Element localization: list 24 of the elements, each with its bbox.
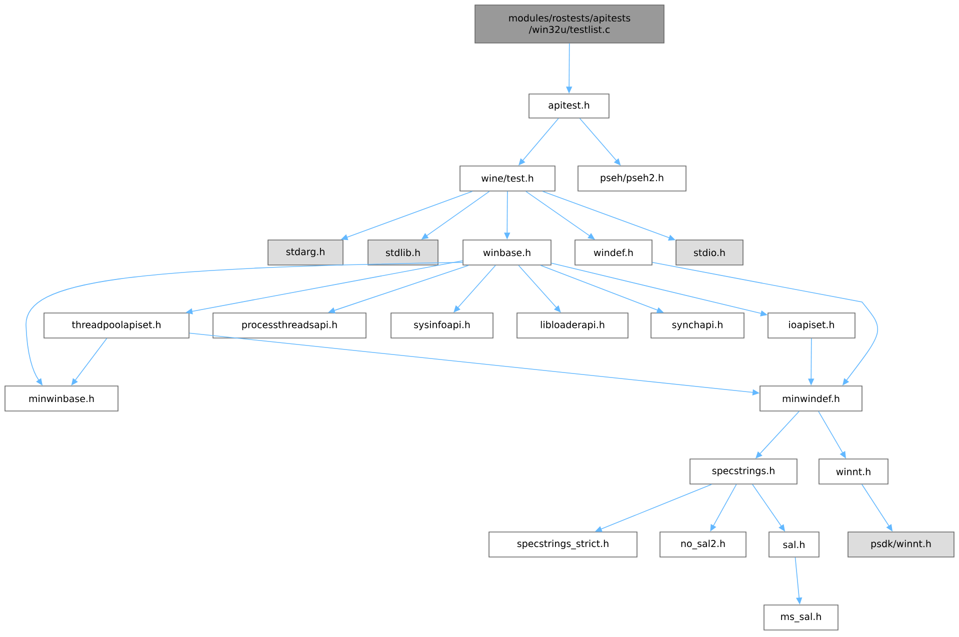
header-box: threadpoolapiset.h bbox=[44, 312, 190, 338]
header-box: specstrings_strict.h bbox=[488, 532, 638, 558]
header-box: winbase.h bbox=[462, 240, 552, 266]
header-box: sal.h bbox=[768, 532, 820, 558]
header-box: psdk/winnt.h bbox=[848, 532, 954, 558]
header-box: libloaderapi.h bbox=[516, 312, 628, 338]
header-box: stdarg.h bbox=[268, 240, 344, 266]
header-box: minwinbase.h bbox=[4, 386, 118, 412]
header-box: winnt.h bbox=[818, 458, 888, 484]
header-box: synchapi.h bbox=[650, 312, 744, 338]
header-box: pseh/pseh2.h bbox=[578, 166, 686, 192]
header-box: wine/test.h bbox=[460, 166, 556, 192]
header-box: sysinfoapi.h bbox=[390, 312, 494, 338]
header-box: ms_sal.h bbox=[764, 604, 838, 630]
header-box: stdlib.h bbox=[368, 240, 438, 266]
header-box: processthreadsapi.h bbox=[212, 312, 366, 338]
header-box: minwindef.h bbox=[760, 386, 862, 412]
file-box: modules/rostests/apitests /win32u/testlist.c bbox=[474, 4, 664, 44]
header-box: ioapiset.h bbox=[768, 312, 856, 338]
header-box: windef.h bbox=[574, 240, 652, 266]
header-box: stdio.h bbox=[676, 240, 744, 266]
header-box: no_sal2.h bbox=[660, 532, 746, 558]
header-box: apitest.h bbox=[528, 94, 610, 118]
header-box: specstrings.h bbox=[690, 458, 798, 484]
